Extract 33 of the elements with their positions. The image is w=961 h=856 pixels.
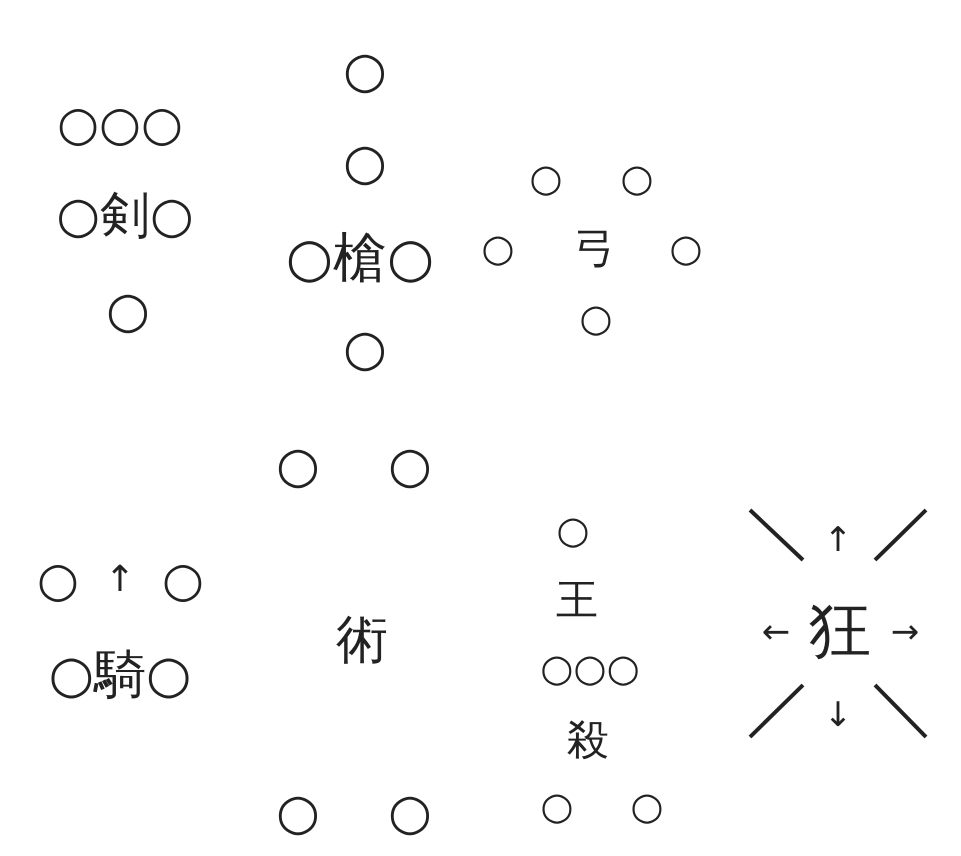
class-label: 弓 <box>574 227 616 269</box>
circle-symbol: ○ <box>630 787 664 825</box>
circle-symbol: ○ <box>620 159 654 197</box>
arrow-symbol: → <box>890 615 920 649</box>
class-label: ○騎○ <box>48 649 192 701</box>
circle-symbol: ○ <box>481 229 515 267</box>
circle-symbol: ○ <box>343 137 387 187</box>
circle-symbols: ○○○ <box>57 100 183 148</box>
circle-symbol: ○ <box>529 159 563 197</box>
circle-symbol: ○ <box>343 45 387 95</box>
class-label: 狂 <box>809 599 871 661</box>
circle-symbol: ○ <box>669 229 703 267</box>
arrow-symbol: ↑ <box>104 562 136 598</box>
circle-symbol: ○ <box>162 556 204 604</box>
class-label: 王 <box>556 579 598 621</box>
circle-symbol: ○ <box>540 787 574 825</box>
class-label: ○槍○ <box>286 231 434 285</box>
circle-symbols: ○○○ <box>540 649 640 687</box>
circle-symbol: ○ <box>388 787 432 837</box>
arrow-symbol: ← <box>762 615 790 649</box>
circle-symbol: ○ <box>106 285 150 335</box>
circle-symbol: ○ <box>276 440 320 490</box>
arrow-symbol: ↑ <box>824 523 852 557</box>
circle-symbol: ○ <box>388 440 432 490</box>
class-label: ○剣○ <box>56 190 194 240</box>
circle-symbol: ○ <box>556 511 590 549</box>
circle-symbol: ○ <box>37 556 79 604</box>
circle-symbol: ○ <box>343 323 387 373</box>
class-label: 殺 <box>567 719 609 761</box>
circle-symbol: ○ <box>276 787 320 837</box>
arrow-symbol: ↓ <box>824 698 852 732</box>
circle-symbol: ○ <box>579 299 613 337</box>
class-label: 術 <box>336 614 388 666</box>
